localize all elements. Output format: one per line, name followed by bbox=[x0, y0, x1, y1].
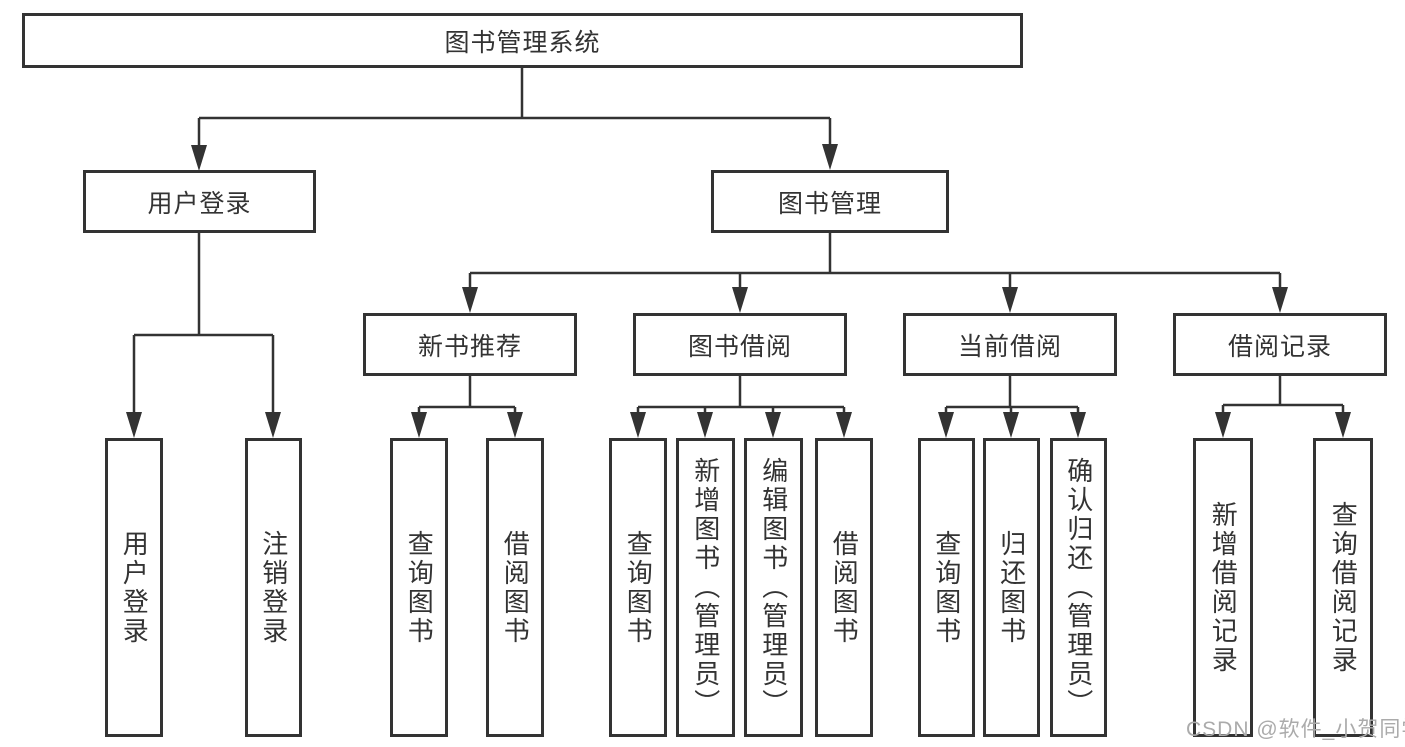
node-label: 新增图书（管理员） bbox=[690, 457, 721, 718]
node-label: 确认归还（管理员） bbox=[1063, 457, 1094, 718]
node-label: 归还图书 bbox=[996, 529, 1027, 646]
leaf-current-confirm-admin: 确认归还（管理员） bbox=[1050, 438, 1107, 737]
node-label: 用户登录 bbox=[147, 189, 252, 218]
node-label: 查询图书 bbox=[623, 529, 654, 646]
leaf-records-add: 新增借阅记录 bbox=[1193, 438, 1253, 737]
node-label: 借阅图书 bbox=[829, 529, 860, 646]
node-label: 图书管理 bbox=[777, 189, 882, 218]
csdn-watermark: CSDN @软件_小贺同学 bbox=[1186, 718, 1405, 741]
node-root-system: 图书管理系统 bbox=[22, 13, 1023, 68]
leaf-borrow-book: 借阅图书 bbox=[815, 438, 873, 737]
node-book-borrow: 图书借阅 bbox=[633, 313, 847, 376]
node-book-management: 图书管理 bbox=[711, 170, 949, 233]
node-borrow-records: 借阅记录 bbox=[1173, 313, 1387, 376]
leaf-newbook-query: 查询图书 bbox=[390, 438, 448, 737]
leaf-borrow-edit-admin: 编辑图书（管理员） bbox=[744, 438, 803, 737]
node-current-borrow: 当前借阅 bbox=[903, 313, 1117, 376]
node-label: 查询图书 bbox=[931, 529, 962, 646]
leaf-borrow-query: 查询图书 bbox=[609, 438, 667, 737]
node-label: 查询借阅记录 bbox=[1328, 500, 1359, 675]
node-new-book-recommend: 新书推荐 bbox=[363, 313, 577, 376]
leaf-records-query: 查询借阅记录 bbox=[1313, 438, 1373, 737]
node-label: 注销登录 bbox=[258, 529, 289, 646]
node-label: 编辑图书（管理员） bbox=[758, 457, 789, 718]
node-label: 用户登录 bbox=[119, 529, 150, 646]
node-label: 图书借阅 bbox=[687, 332, 792, 361]
node-label: 新增借阅记录 bbox=[1208, 500, 1239, 675]
leaf-user-login: 用户登录 bbox=[105, 438, 163, 737]
node-label: 当前借阅 bbox=[957, 332, 1062, 361]
leaf-borrow-add-admin: 新增图书（管理员） bbox=[676, 438, 735, 737]
leaf-newbook-borrow: 借阅图书 bbox=[486, 438, 544, 737]
node-label: 图书管理系统 bbox=[444, 28, 601, 57]
leaf-current-query: 查询图书 bbox=[918, 438, 975, 737]
node-label: 查询图书 bbox=[404, 529, 435, 646]
node-label: 借阅记录 bbox=[1227, 332, 1332, 361]
node-label: 新书推荐 bbox=[417, 332, 522, 361]
node-user-login: 用户登录 bbox=[83, 170, 316, 233]
leaf-current-return: 归还图书 bbox=[983, 438, 1040, 737]
node-label: 借阅图书 bbox=[500, 529, 531, 646]
leaf-logout: 注销登录 bbox=[245, 438, 302, 737]
